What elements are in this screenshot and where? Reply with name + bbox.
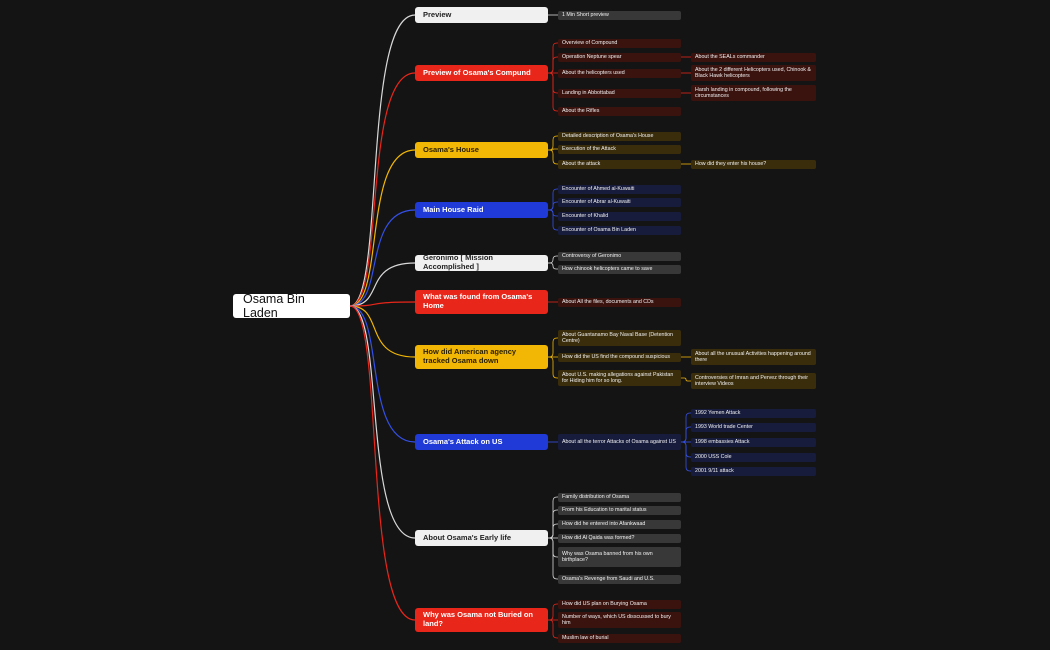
connector-osama-s-house: [349, 149, 416, 307]
subtopic-how-did-al-qaida-was-formed[interactable]: How did Al Qaida was formed?: [558, 533, 681, 543]
connector-1993-world-trade-center: [681, 426, 691, 443]
subtopic-encounter-of-abrar-al-kuwaiti[interactable]: Encounter of Abrar al-Kuwaiti: [558, 197, 681, 207]
connector-operation-neptune-spear: [548, 56, 558, 74]
subtopic-about-u-s-making-allegations-against-pak[interactable]: About U.S. making allegations against Pa…: [558, 370, 681, 386]
connector-about-guantanamo-bay-naval-base-detentio: [548, 337, 558, 358]
subtopic-family-distribution-of-osama[interactable]: Family distribution of Osama: [558, 492, 681, 502]
subtopic-operation-neptune-spear[interactable]: Operation Neptune spear: [558, 52, 681, 62]
subtopic-how-did-us-plan-on-burying-osama[interactable]: How did US plan on Burying Osama: [558, 599, 681, 609]
topic-what-was-found-from-osama-s-home[interactable]: What was found from Osama's Home: [415, 290, 548, 314]
subtopic-about-the-attack[interactable]: About the attack: [558, 159, 681, 169]
connector-how-did-us-plan-on-burying-osama: [548, 603, 558, 621]
root-topic[interactable]: Osama Bin Laden: [233, 292, 350, 320]
subtopic-how-chinook-helicopters-came-to-save[interactable]: How chinook helicopters came to save: [558, 264, 681, 274]
subtopic-how-did-he-entered-into-afankwaad[interactable]: How did he entered into Afankwaad: [558, 519, 681, 529]
subtopic-muslim-law-of-burial[interactable]: Muslim law of burial: [558, 633, 681, 643]
connector-preview: [349, 14, 416, 307]
connector-about-the-attack: [548, 149, 558, 165]
connector-controversies-of-imran-and-pervez-throug: [681, 377, 691, 382]
connector-about-osama-s-early-life: [349, 305, 416, 539]
subtopic-about-the-helicopters-used[interactable]: About the helicopters used: [558, 68, 681, 78]
detail-about-the-2-different-helicopters-used-c[interactable]: About the 2 different Helicopters used, …: [691, 65, 816, 81]
detail-2001-9-11-attack[interactable]: 2001 9/11 attack: [691, 466, 816, 476]
topic-geronimo-mission-accomplished[interactable]: Geronimo [ Mission Accomplished ]: [415, 254, 548, 271]
detail-1993-world-trade-center[interactable]: 1993 World trade Center: [691, 422, 816, 432]
subtopic-from-his-education-to-marital-status[interactable]: From his Education to marital status: [558, 505, 681, 515]
subtopic-encounter-of-ahmed-al-kuwaiti[interactable]: Encounter of Ahmed al-Kuwaiti: [558, 184, 681, 194]
subtopic-encounter-of-khalid[interactable]: Encounter of Khalid: [558, 211, 681, 221]
connector-2001-9-11-attack: [681, 441, 691, 472]
connector-execution-of-the-attack: [548, 148, 558, 151]
detail-about-the-seals-commander[interactable]: About the SEALs commander: [691, 52, 816, 62]
connector-how-did-american-agency-tracked-osama-do: [349, 305, 416, 358]
connector-encounter-of-osama-bin-laden: [548, 209, 558, 231]
connector-about-u-s-making-allegations-against-pak: [548, 356, 558, 379]
connector-preview-of-osama-s-compund: [349, 72, 416, 307]
connector-main-house-raid: [349, 209, 416, 307]
connector-what-was-found-from-osama-s-home: [349, 301, 416, 307]
subtopic-about-guantanamo-bay-naval-base-detentio[interactable]: About Guantanamo Bay Naval Base (Detenti…: [558, 330, 681, 346]
topic-why-was-osama-not-buried-on-land[interactable]: Why was Osama not Buried on land?: [415, 608, 548, 632]
detail-about-all-the-unusual-activities-happeni[interactable]: About all the unusual Activities happeni…: [691, 349, 816, 365]
subtopic-execution-of-the-attack[interactable]: Execution of the Attack: [558, 144, 681, 154]
detail-2000-uss-cole[interactable]: 2000 USS Cole: [691, 452, 816, 462]
connector-osama-s-revenge-from-saudi-and-u-s: [548, 537, 558, 580]
detail-harsh-landing-in-compound-following-the-[interactable]: Harsh landing in compound, following the…: [691, 85, 816, 101]
subtopic-osama-s-revenge-from-saudi-and-u-s[interactable]: Osama's Revenge from Saudi and U.S.: [558, 574, 681, 584]
subtopic-how-did-the-us-find-the-compound-suspici[interactable]: How did the US find the compound suspici…: [558, 352, 681, 362]
subtopic-about-all-the-files-documents-and-cds[interactable]: About All the files, documents and CDs: [558, 297, 681, 307]
topic-about-osama-s-early-life[interactable]: About Osama's Early life: [415, 530, 548, 546]
connector-how-chinook-helicopters-came-to-save: [548, 262, 558, 270]
topic-how-did-american-agency-tracked-osama-do[interactable]: How did American agency tracked Osama do…: [415, 345, 548, 369]
subtopic-1-min-short-preview[interactable]: 1 Min Short preview: [558, 10, 681, 20]
connector-osama-s-attack-on-us: [349, 305, 416, 443]
topic-preview-of-osama-s-compund[interactable]: Preview of Osama's Compund: [415, 65, 548, 81]
detail-controversies-of-imran-and-pervez-throug[interactable]: Controversies of Imran and Pervez throug…: [691, 373, 816, 389]
topic-osama-s-house[interactable]: Osama's House: [415, 142, 548, 158]
detail-how-did-they-enter-his-house[interactable]: How did they enter his house?: [691, 159, 816, 169]
connector-about-the-rifles: [548, 72, 558, 112]
topic-osama-s-attack-on-us[interactable]: Osama's Attack on US: [415, 434, 548, 450]
subtopic-about-the-rifles[interactable]: About the Rifles: [558, 106, 681, 116]
connector-detailed-description-of-osama-s-house: [548, 135, 558, 151]
connector-why-was-osama-not-buried-on-land: [349, 305, 416, 621]
subtopic-detailed-description-of-osama-s-house[interactable]: Detailed description of Osama's House: [558, 131, 681, 141]
subtopic-landing-in-abbottabad[interactable]: Landing in Abbottabad: [558, 88, 681, 98]
detail-1992-yemen-attack[interactable]: 1992 Yemen Attack: [691, 408, 816, 418]
subtopic-why-was-osama-banned-from-his-own-birthp[interactable]: Why was Osama banned from his own birthp…: [558, 547, 681, 567]
subtopic-controversy-of-geronimo[interactable]: Controversy of Geronimo: [558, 251, 681, 261]
connector-geronimo-mission-accomplished: [349, 262, 416, 307]
subtopic-about-all-the-terror-attacks-of-osama-ag[interactable]: About all the terror Attacks of Osama ag…: [558, 434, 681, 450]
detail-1998-embassies-attack[interactable]: 1998 embassies Attack: [691, 437, 816, 447]
connector-how-did-he-entered-into-afankwaad: [548, 523, 558, 539]
subtopic-encounter-of-osama-bin-laden[interactable]: Encounter of Osama Bin Laden: [558, 225, 681, 235]
connector-controversy-of-geronimo: [548, 255, 558, 264]
topic-preview[interactable]: Preview: [415, 7, 548, 23]
topic-main-house-raid[interactable]: Main House Raid: [415, 202, 548, 218]
subtopic-overview-of-compound[interactable]: Overview of Compound: [558, 38, 681, 48]
connector-muslim-law-of-burial: [548, 619, 558, 639]
subtopic-number-of-ways-which-us-disscussed-to-bu[interactable]: Number of ways, which US disscussed to b…: [558, 612, 681, 628]
